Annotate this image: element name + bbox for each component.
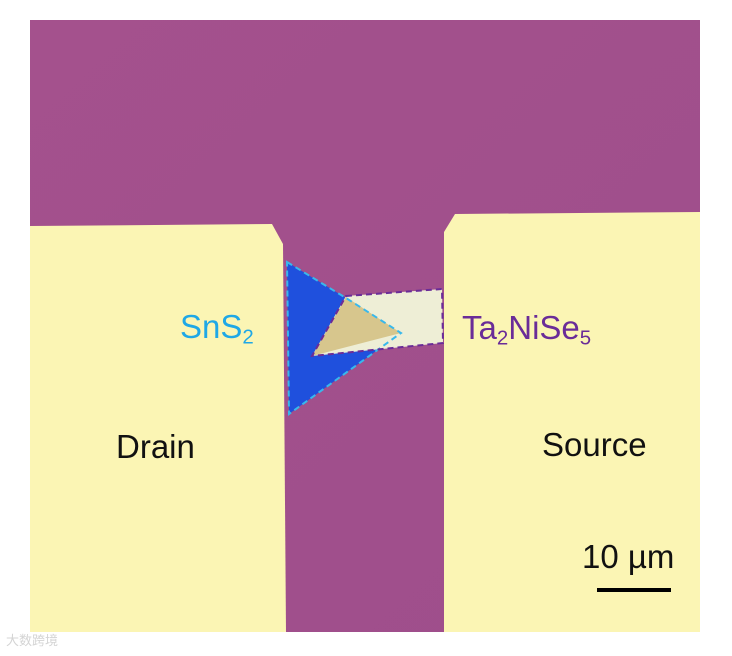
source-label: Source <box>542 426 647 463</box>
watermark: 大数跨境 <box>6 633 59 648</box>
drain-electrode <box>30 224 286 632</box>
ta2nise5-label-sub1: 2 <box>496 326 509 350</box>
scale-bar-label: 10 µm <box>582 538 675 575</box>
sns2-outline <box>285 260 403 416</box>
ta2nise5-outline <box>310 287 445 358</box>
ta2nise5-label-sub2: 5 <box>579 326 592 350</box>
sns2-label-base: SnS <box>180 308 243 345</box>
ta2nise5-label: Ta2NiSe5 <box>462 309 591 348</box>
overlap-region <box>312 297 401 356</box>
ta2nise5-label-part1: Ta <box>462 309 497 346</box>
ta2nise5-label-part2: NiSe <box>508 309 580 346</box>
sns2-label-subscript: 2 <box>242 325 254 349</box>
source-electrode <box>444 212 700 632</box>
drain-label: Drain <box>116 428 195 465</box>
sns2-label: SnS2 <box>180 308 254 347</box>
